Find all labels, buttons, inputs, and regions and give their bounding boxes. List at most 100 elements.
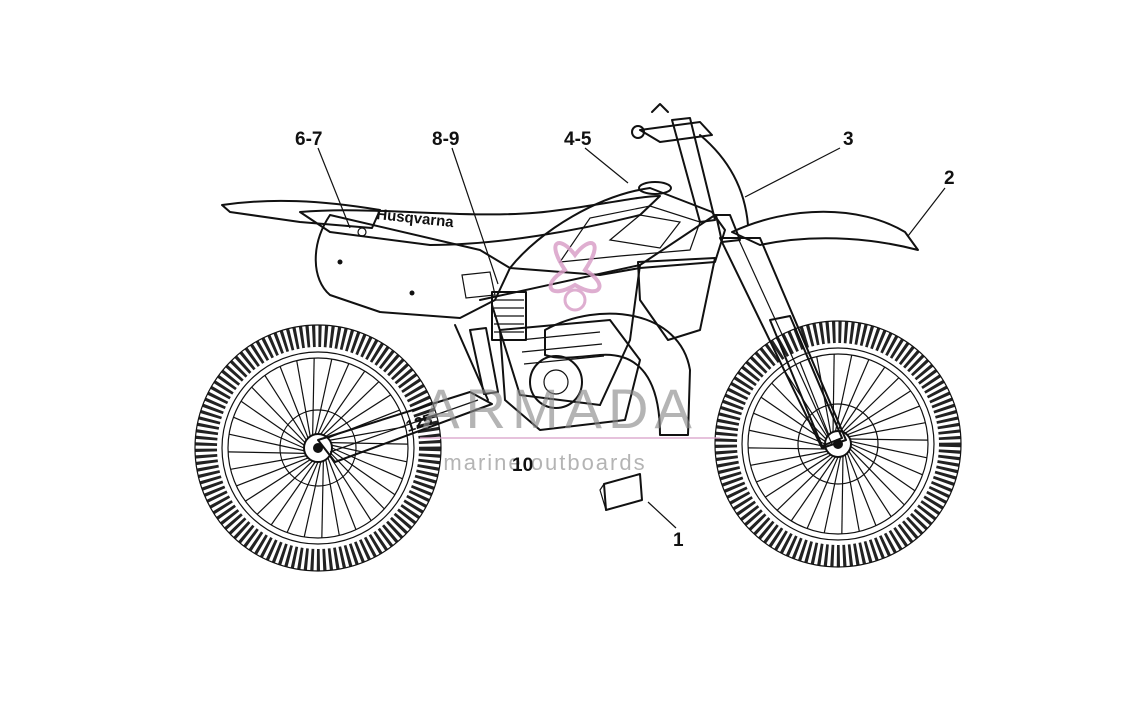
rear-spokes — [228, 358, 408, 538]
leader-6-7 — [317, 147, 351, 229]
leader-1 — [647, 501, 677, 529]
exhaust-expansion-chamber — [544, 312, 691, 436]
rear-hub — [303, 433, 333, 463]
rear-tyre-outer — [194, 324, 442, 572]
spoke — [233, 416, 305, 449]
spoke — [317, 363, 350, 435]
spoke — [750, 450, 828, 466]
spoke — [230, 455, 307, 470]
spoke — [245, 459, 311, 502]
spoke — [331, 444, 408, 463]
callouts: 1 2 3 4-5 6-7 8-9 10 — [295, 129, 955, 551]
spoke — [228, 451, 306, 454]
callout-8-9: 8-9 — [432, 129, 459, 150]
callout-6-7: 6-7 — [295, 129, 322, 150]
spoke — [765, 454, 832, 498]
spoke — [849, 448, 905, 506]
front-tyre-outer — [714, 320, 962, 568]
engine-clutch-cover — [529, 355, 583, 409]
spoke — [251, 386, 306, 444]
seat — [299, 195, 661, 246]
leader-lines — [317, 147, 946, 529]
leader-8-9 — [451, 147, 499, 285]
spoke — [806, 456, 839, 529]
spoke — [264, 375, 307, 441]
rear-shock — [469, 327, 499, 395]
callout-3: 3 — [843, 129, 854, 150]
callout-10: 10 — [512, 455, 533, 476]
spoke — [322, 381, 380, 436]
callout-2: 2 — [944, 168, 955, 189]
rear-tyre-tread — [195, 325, 441, 571]
callout-1: 1 — [673, 530, 684, 551]
front-tyre-tread — [715, 321, 961, 567]
engine — [491, 291, 641, 431]
spoke — [270, 461, 316, 526]
spoke — [256, 460, 314, 515]
spoke — [240, 400, 305, 446]
callout-4-5: 4-5 — [564, 129, 592, 150]
watermark-logo — [548, 241, 602, 294]
spoke — [329, 426, 406, 441]
spoke — [321, 460, 324, 538]
front-rim-inner — [747, 353, 929, 535]
rear-rim — [221, 351, 415, 545]
rear-rim-inner — [227, 357, 409, 539]
spoke — [842, 377, 900, 433]
spoke — [331, 450, 396, 496]
leader-2 — [907, 187, 946, 237]
spoke — [325, 459, 340, 536]
spoke — [312, 358, 315, 436]
front-wheel — [714, 320, 962, 568]
spoke — [844, 390, 911, 434]
spoke — [756, 452, 830, 483]
spoke — [850, 443, 923, 476]
spoke — [279, 366, 309, 439]
spoke — [848, 422, 926, 438]
engine-cylinder — [491, 291, 527, 341]
spoke — [330, 452, 385, 510]
leader-3 — [744, 147, 841, 198]
tool-pouch — [603, 473, 643, 511]
spoke — [790, 456, 836, 522]
fuel-tank — [509, 181, 726, 276]
front-brake-disc — [797, 403, 879, 485]
spoke — [327, 457, 357, 530]
front-spokes — [748, 354, 928, 534]
spoke — [841, 456, 844, 534]
spoke — [228, 433, 305, 452]
rear-wheel — [194, 324, 442, 572]
spoke — [748, 429, 826, 448]
watermark-tagline: marine outboards — [443, 450, 646, 475]
spoke — [331, 447, 403, 480]
spoke — [748, 447, 826, 450]
spoke — [753, 412, 826, 445]
watermark-name: ARMADA — [422, 377, 698, 440]
spoke — [848, 450, 892, 517]
front-rim — [741, 347, 935, 541]
spoke — [840, 366, 886, 432]
spoke — [296, 360, 311, 437]
spoke — [330, 442, 408, 445]
rear-fender-side-panel: Husqvarna — [221, 199, 511, 319]
spoke — [771, 382, 827, 440]
radiator-shroud — [637, 257, 716, 341]
rear-brake-disc — [279, 409, 357, 487]
front-fender — [731, 210, 919, 251]
spoke — [784, 371, 828, 438]
spoke — [303, 461, 322, 538]
spoke — [823, 456, 842, 534]
seat-brand-decal: Husqvarna — [376, 206, 456, 231]
watermark: ARMADA marine outboards — [420, 241, 720, 475]
spoke — [776, 455, 834, 511]
spoke — [846, 405, 920, 436]
spoke — [314, 358, 333, 435]
handlebar-assembly — [631, 103, 749, 226]
spoke — [844, 454, 860, 532]
spoke — [799, 362, 830, 436]
spoke — [850, 446, 916, 492]
spoke — [329, 455, 372, 521]
leader-4-5 — [584, 147, 629, 184]
spoke — [325, 394, 391, 437]
rear-axle — [313, 443, 323, 453]
